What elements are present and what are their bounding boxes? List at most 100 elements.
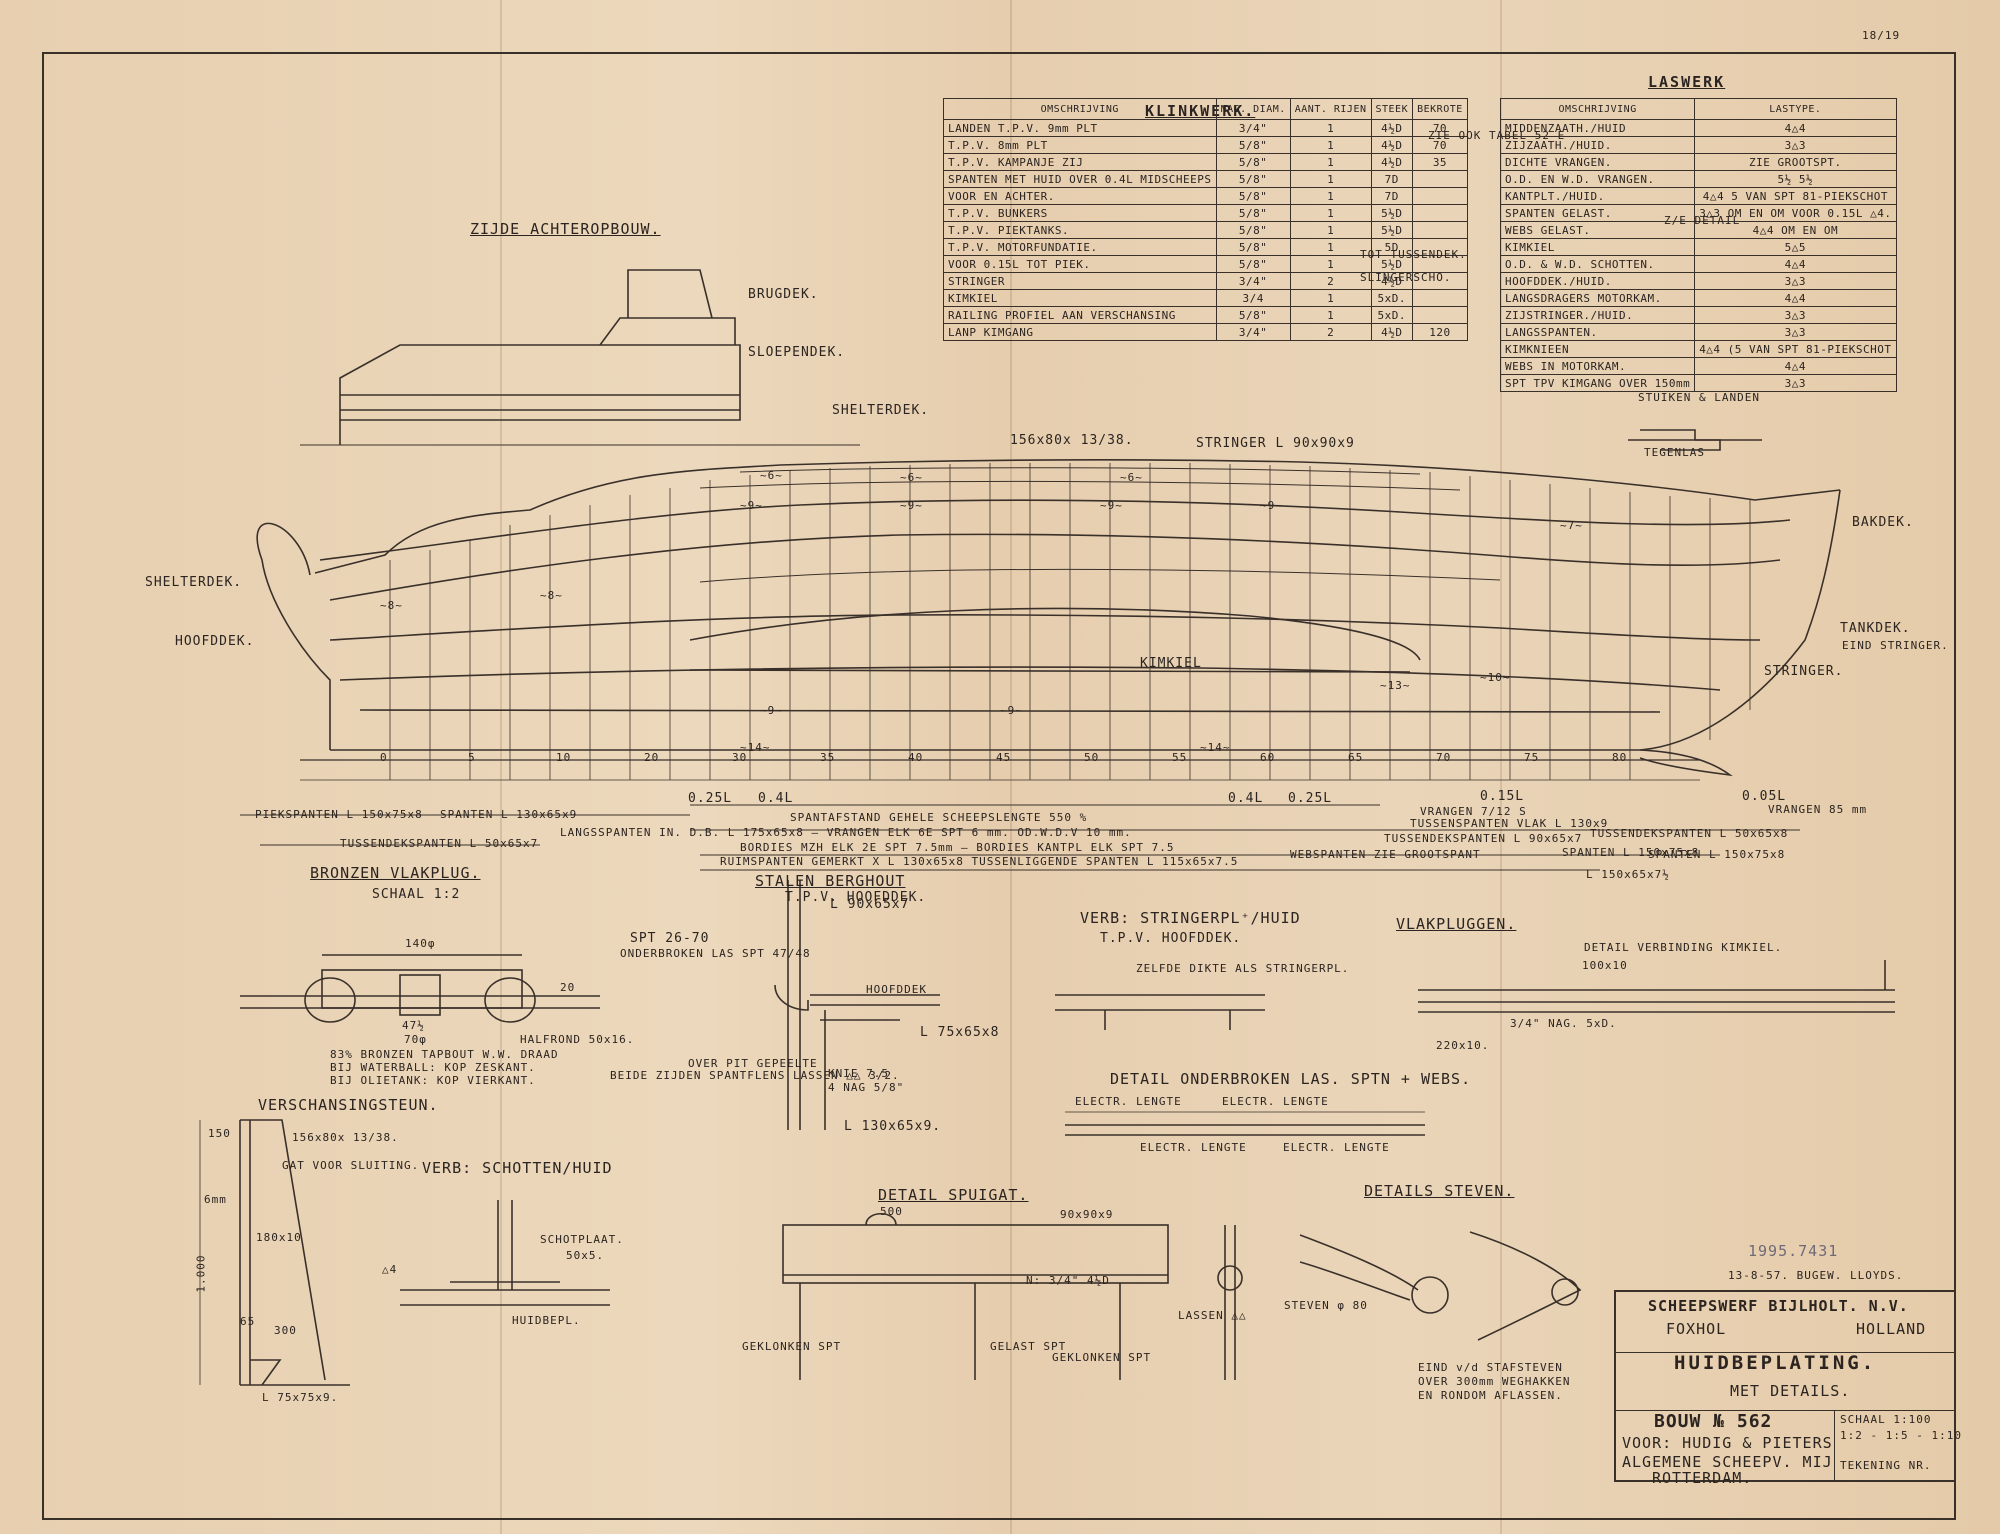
table-cell: T.P.V. PIEKTANKS. [943, 221, 1217, 239]
table-cell: 5/8" [1215, 136, 1291, 154]
table-cell: T.P.V. BUNKERS [943, 204, 1217, 222]
approval-stamp: 13-8-57. BUGEW. LLOYDS. [1728, 1269, 1904, 1282]
table-note: TOT TUSSENDEK. [1360, 248, 1467, 261]
label-brackets: BORDIES MZH ELK 2E SPT 7.5mm — BORDIES K… [740, 841, 1175, 854]
label-shelter-deck-left: SHELTERDEK. [145, 575, 243, 590]
label-frames-right-3: L 150x65x7½ [1586, 868, 1670, 881]
label-bilge-keel-detail: DETAIL VERBINDING KIMKIEL. [1584, 941, 1783, 954]
label-stringer-end: EIND STRINGER. [1842, 639, 1949, 652]
laswerk-title: LASWERK [1648, 73, 1726, 91]
table-cell: 5/8" [1215, 306, 1291, 324]
client-name: VOOR: HUDIG & PIETERS [1622, 1434, 1833, 1452]
table-note: Z/E DETAIL [1664, 214, 1741, 227]
label-dimension: 50x5. [566, 1249, 605, 1262]
table-cell: 7D [1370, 170, 1414, 188]
label-weld-note: BEIDE ZIJDEN SPANTFLENS LASSEN △△ 3/2. [610, 1069, 900, 1082]
stringer-plate-connection [1055, 994, 1265, 1030]
label-tank-deck: TANKDEK. [1840, 621, 1911, 636]
table-cell: 5½D [1370, 204, 1414, 222]
table-cell: 4½D [1370, 136, 1414, 154]
table-note: SLINGERSCHO. [1360, 271, 1452, 284]
label-frame-spacing: SPANTAFSTAND GEHELE SCHEEPSLENGTE 550 % [790, 811, 1088, 824]
table-row: ZIJZAATH./HUID.3△3 [1499, 136, 1897, 154]
table-cell: KIMKNIEEN [1499, 340, 1696, 358]
table-cell: 4△4 [1694, 289, 1897, 307]
label-scale: SCHAAL 1:2 [372, 887, 461, 902]
table-cell: 5/8" [1215, 238, 1291, 256]
label-bridge-deck: BRUGDEK. [748, 287, 819, 302]
label-dimension: 150 [208, 1127, 231, 1140]
label-hold-frames: RUIMSPANTEN GEMERKT X L 130x65x8 TUSSENL… [720, 855, 1239, 868]
label-riveted-frame: GEKLONKEN SPT [1052, 1351, 1152, 1364]
table-cell: 3△3 [1694, 374, 1897, 392]
label-frames-right: SPANTEN L 150x75x8 [1648, 848, 1786, 861]
label-frame-range: SPT 26-70 [630, 931, 710, 946]
table-row: O.D. & W.D. SCHOTTEN.4△4 [1499, 255, 1897, 273]
label-stringer-connection: VERB: STRINGERPL⁺/HUID [1080, 909, 1301, 927]
company-country: HOLLAND [1856, 1320, 1927, 1338]
label-note: GAT VOOR SLUITING. [282, 1159, 420, 1172]
table-cell: RAILING PROFIEL AAN VERSCHANSING [943, 306, 1217, 324]
drawing-title: HUIDBEPLATING. [1674, 1352, 1877, 1374]
plate-mark: ~9~ [1000, 704, 1023, 717]
table-cell: ZIJZAATH./HUID. [1499, 136, 1696, 154]
table-row: SPANTEN GELAST.3△3 OM EN OM VOOR 0.15L △… [1499, 204, 1897, 222]
table-cell: O.D. EN W.D. VRANGEN. [1499, 170, 1696, 188]
label-riveted-frame: GEKLONKEN SPT [742, 1340, 842, 1353]
label-shelter-deck: SHELTERDEK. [832, 403, 930, 418]
label-electrode-length: ELECTR. LENGTE [1283, 1141, 1390, 1154]
label-note: EN RONDOM AFLASSEN. [1418, 1389, 1563, 1402]
label-dimension: 156x80x 13/38. [1010, 433, 1134, 448]
table-cell: 1 [1289, 119, 1372, 137]
frame-number: 10 [556, 751, 572, 764]
plate-mark: ~8~ [540, 589, 563, 602]
table-cell: VOOR EN ACHTER. [943, 187, 1217, 205]
label-tween-frames-right: TUSSENDEKSPANTEN L 90x65x7 [1384, 832, 1583, 845]
table-cell: 2 [1289, 323, 1372, 341]
plate-mark: ~14~ [740, 741, 771, 754]
table-row: O.D. EN W.D. VRANGEN.5½ 5½ [1499, 170, 1897, 188]
table-cell: 35 [1412, 153, 1468, 171]
table-row: KANTPLT./HUID.4△4 5 VAN SPT 81-PIEKSCHOT [1499, 187, 1897, 205]
label-main-deck-detail: T.P.V. HOOFDDEK. [1100, 931, 1242, 946]
table-cell: 3△3 OM EN OM VOOR 0.15L △4. [1694, 204, 1897, 222]
label-section: L 130x65x9. [844, 1119, 942, 1134]
scupper-detail [782, 1212, 1243, 1380]
table-cell: 5xD. [1370, 306, 1414, 324]
table-cell: 120 [1412, 323, 1468, 341]
label-intermediate-frames: TUSSENSPANTEN VLAK L 130x9 [1410, 817, 1609, 830]
drawing-subtitle: MET DETAILS. [1730, 1382, 1851, 1400]
label-fraction: 0.4L [1228, 791, 1264, 806]
label-fraction: 0.05L [1742, 789, 1787, 804]
drawing-scale: SCHAAL 1:100 [1840, 1413, 1932, 1426]
table-cell: 4△4 [1694, 119, 1897, 137]
bulwark-stay-detail [199, 1119, 350, 1386]
frame-number: 0 [380, 751, 388, 764]
client-city: ROTTERDAM. [1652, 1469, 1753, 1487]
label-stem: STEVEN φ 80 [1284, 1299, 1368, 1312]
table-cell: WEBS IN MOTORKAM. [1499, 357, 1696, 375]
table-cell: KIMKIEL [1499, 238, 1696, 256]
plate-mark: ~9~ [740, 499, 763, 512]
label-bronze-plug: BRONZEN VLAKPLUG. [310, 864, 481, 882]
label-dimension: 180x10 [256, 1231, 302, 1244]
label-rivets: N: 3/4" 4½D [1026, 1274, 1110, 1287]
table-cell: SPANTEN MET HUID OVER 0.4L MIDSCHEEPS [943, 170, 1217, 188]
title-block [1614, 1290, 1956, 1482]
table-cell: O.D. & W.D. SCHOTTEN. [1499, 255, 1696, 273]
fold-line [1010, 0, 1012, 1534]
label-floors: VRANGEN 7/12 S [1420, 805, 1527, 818]
table-cell [1412, 221, 1468, 239]
drawing-number-label: TEKENING NR. [1840, 1459, 1932, 1472]
label-fraction: 0.25L [1288, 791, 1333, 806]
label-fraction: 0.25L [688, 791, 733, 806]
label-welded-frame: GELAST SPT [990, 1340, 1067, 1353]
archive-number: 1995.7431 [1748, 1242, 1839, 1260]
label-butt-lap: STUIKEN & LANDEN [1638, 391, 1760, 404]
